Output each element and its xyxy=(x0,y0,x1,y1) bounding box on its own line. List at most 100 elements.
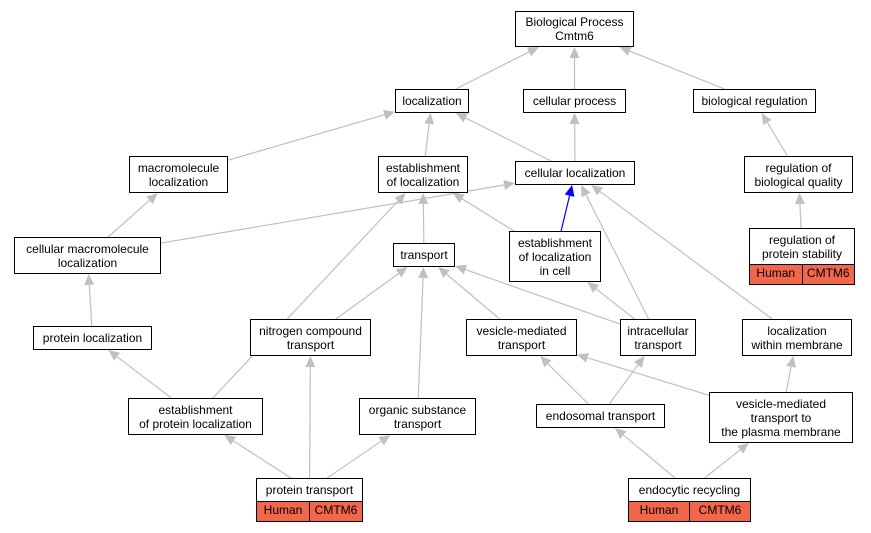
edge-regulation_of_biological_quality-to-biological_regulation xyxy=(761,113,788,157)
edge-line xyxy=(547,363,589,405)
edge-line xyxy=(308,366,311,479)
node-biological-process[interactable]: Biological Process Cmtm6 xyxy=(515,11,634,47)
node-protein-localization[interactable]: protein localization xyxy=(33,326,152,350)
node-protein-transport[interactable]: protein transport xyxy=(256,478,363,502)
edge-organic_substance_transport-to-transport xyxy=(417,267,429,399)
edge-line xyxy=(424,123,430,157)
edge-line xyxy=(326,440,382,479)
node-cellular-localization[interactable]: cellular localization xyxy=(515,161,635,185)
node-establishment-of-localization-in-cell[interactable]: establishment of localization in cell xyxy=(509,231,601,282)
edge-cellular_process-to-root xyxy=(569,47,580,89)
species-badge[interactable]: Human xyxy=(750,265,802,284)
arrowhead xyxy=(455,264,468,275)
edge-endocytic_recycling-to-vesicle_mediated_transport_to_plasma_membrane xyxy=(704,443,749,479)
species-badge[interactable]: Human xyxy=(629,502,689,521)
edge-cellular_macromolecule_localization-to-macromolecule_localization xyxy=(107,193,158,238)
edge-line xyxy=(88,284,93,327)
annotation-protein-stability: Human CMTM6 xyxy=(749,264,855,285)
arrowhead xyxy=(305,356,316,368)
edge-cellular_localization-to-localization xyxy=(455,113,552,162)
arrowhead xyxy=(452,193,465,204)
species-badge[interactable]: Human xyxy=(257,502,309,521)
arrowhead xyxy=(395,267,408,278)
gene-badge[interactable]: CMTM6 xyxy=(801,265,854,284)
edge-protein_transport-to-nitrogen_compound_transport xyxy=(305,356,316,479)
edge-biological_regulation-to-root xyxy=(619,46,725,90)
node-cellular-macromolecule-localization[interactable]: cellular macromolecule localization xyxy=(14,237,161,274)
arrowhead xyxy=(577,353,589,363)
edge-line xyxy=(608,364,639,405)
arrowhead xyxy=(569,113,580,125)
edge-line xyxy=(160,184,505,244)
edge-establishment_of_localization_in_cell-to-establishment_of_localization xyxy=(452,193,515,232)
edge-vesicle_mediated_transport-to-transport xyxy=(438,267,501,320)
edge-intracellular_transport-to-establishment_of_localization_in_cell xyxy=(587,282,635,320)
arrowhead xyxy=(633,356,645,368)
node-intracellular-transport[interactable]: intracellular transport xyxy=(620,319,696,356)
arrowhead xyxy=(418,267,429,279)
node-vesicle-mediated-transport-to-plasma-membrane[interactable]: vesicle-mediated transport to the plasma… xyxy=(709,392,853,443)
edge-line xyxy=(595,288,635,320)
edge-cellular_localization-to-cellular_process xyxy=(569,113,580,162)
arrowhead xyxy=(581,185,591,198)
edge-line xyxy=(465,117,552,162)
node-vesicle-mediated-transport[interactable]: vesicle-mediated transport xyxy=(466,319,577,356)
edge-transport-to-establishment_of_localization xyxy=(418,193,429,244)
edge-line xyxy=(587,357,710,396)
edge-line xyxy=(560,195,571,232)
node-macromolecule-localization[interactable]: macromolecule localization xyxy=(129,156,228,193)
node-nitrogen-compound-transport[interactable]: nitrogen compound transport xyxy=(250,319,371,356)
edge-line xyxy=(629,50,725,90)
edge-line xyxy=(417,277,424,399)
node-transport[interactable]: transport xyxy=(393,243,455,267)
gene-badge[interactable]: CMTM6 xyxy=(689,502,750,521)
edge-vesicle_mediated_transport_to_plasma_membrane-to-vesicle_mediated_transport xyxy=(577,353,710,396)
edge-line xyxy=(785,366,792,393)
edge-establishment_of_protein_localization-to-establishment_of_localization xyxy=(212,193,406,399)
arrowhead xyxy=(146,193,158,205)
arrowhead xyxy=(383,109,395,120)
edge-line xyxy=(446,273,501,320)
node-localization[interactable]: localization xyxy=(395,89,469,113)
edge-macromolecule_localization-to-localization xyxy=(227,109,395,161)
arrowhead xyxy=(455,113,468,123)
edge-protein_transport-to-establishment_of_protein_localization xyxy=(224,435,292,479)
node-establishment-of-localization[interactable]: establishment of localization xyxy=(378,156,468,193)
arrowhead xyxy=(794,193,805,205)
arrowhead xyxy=(503,180,515,190)
node-endocytic-recycling[interactable]: endocytic recycling xyxy=(628,478,751,502)
arrowhead xyxy=(569,47,580,58)
edge-line xyxy=(465,269,621,325)
node-biological-regulation[interactable]: biological regulation xyxy=(693,89,816,113)
node-endosomal-transport[interactable]: endosomal transport xyxy=(536,404,665,428)
arrowhead xyxy=(526,47,539,57)
node-localization-within-membrane[interactable]: localization within membrane xyxy=(742,319,852,356)
edge-establishment_of_localization_in_cell-to-cellular_localization xyxy=(560,185,575,232)
edge-intracellular_transport-to-transport xyxy=(455,264,621,325)
gene-badge[interactable]: CMTM6 xyxy=(309,502,362,521)
edge-protein_transport-to-organic_substance_transport xyxy=(326,435,391,479)
arrowhead xyxy=(619,46,632,56)
edge-line xyxy=(212,200,399,399)
edge-line xyxy=(766,122,788,157)
edge-cellular_macromolecule_localization-to-cellular_localization xyxy=(160,180,515,244)
node-regulation-of-biological-quality[interactable]: regulation of biological quality xyxy=(744,156,853,193)
node-cellular-process[interactable]: cellular process xyxy=(523,89,626,113)
arrowhead xyxy=(786,356,797,368)
edge-line xyxy=(461,198,515,232)
edge-line xyxy=(227,114,385,161)
edge-endosomal_transport-to-intracellular_transport xyxy=(608,356,645,405)
edge-line xyxy=(623,434,676,479)
edge-regulation_of_protein_stability-to-regulation_of_biological_quality xyxy=(794,193,805,229)
node-establishment-of-protein-localization[interactable]: establishment of protein localization xyxy=(128,398,263,435)
edge-localization-to-root xyxy=(455,47,539,90)
edge-line xyxy=(455,51,530,90)
arrowhead xyxy=(591,185,604,196)
arrowhead xyxy=(614,428,627,439)
edge-line xyxy=(704,449,741,479)
edge-establishment_of_protein_localization-to-protein_localization xyxy=(108,350,172,399)
node-organic-substance-transport[interactable]: organic substance transport xyxy=(359,398,476,435)
arrowhead xyxy=(438,267,450,278)
arrowhead xyxy=(540,356,552,368)
node-regulation-of-protein-stability[interactable]: regulation of protein stability xyxy=(749,228,855,265)
